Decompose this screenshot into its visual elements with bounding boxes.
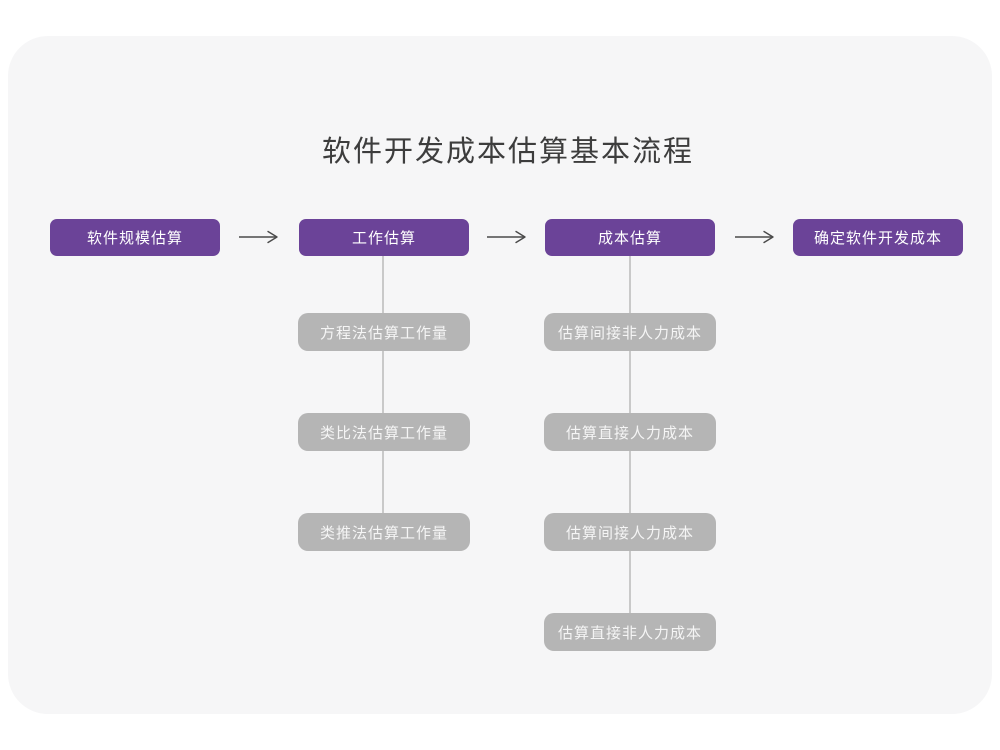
- substep-node-indirect-nonlabor-cost: 估算间接非人力成本: [544, 313, 716, 351]
- flow-card: 软件开发成本估算基本流程 软件规模估算 工作估算 成本估算: [8, 36, 992, 714]
- page-title: 软件开发成本估算基本流程: [321, 136, 694, 168]
- substep-node-direct-nonlabor-cost: 估算直接非人力成本: [544, 613, 716, 651]
- stage-node-software-size-estimation: 软件规模估算: [50, 219, 220, 256]
- stage-node-work-estimation: 工作估算: [299, 219, 469, 256]
- stage-node-determine-development-cost: 确定软件开发成本: [793, 219, 963, 256]
- substep-node-analogy-method: 类比法估算工作量: [298, 413, 470, 451]
- arrow-right-icon: [238, 230, 280, 244]
- substep-node-extrapolation-method: 类推法估算工作量: [298, 513, 470, 551]
- stage-node-cost-estimation: 成本估算: [545, 219, 715, 256]
- arrow-right-icon: [734, 230, 776, 244]
- arrow-right-icon: [486, 230, 528, 244]
- connector-line-work-estimation: [382, 255, 384, 533]
- substep-node-direct-labor-cost: 估算直接人力成本: [544, 413, 716, 451]
- substep-node-equation-method: 方程法估算工作量: [298, 313, 470, 351]
- substep-node-indirect-labor-cost: 估算间接人力成本: [544, 513, 716, 551]
